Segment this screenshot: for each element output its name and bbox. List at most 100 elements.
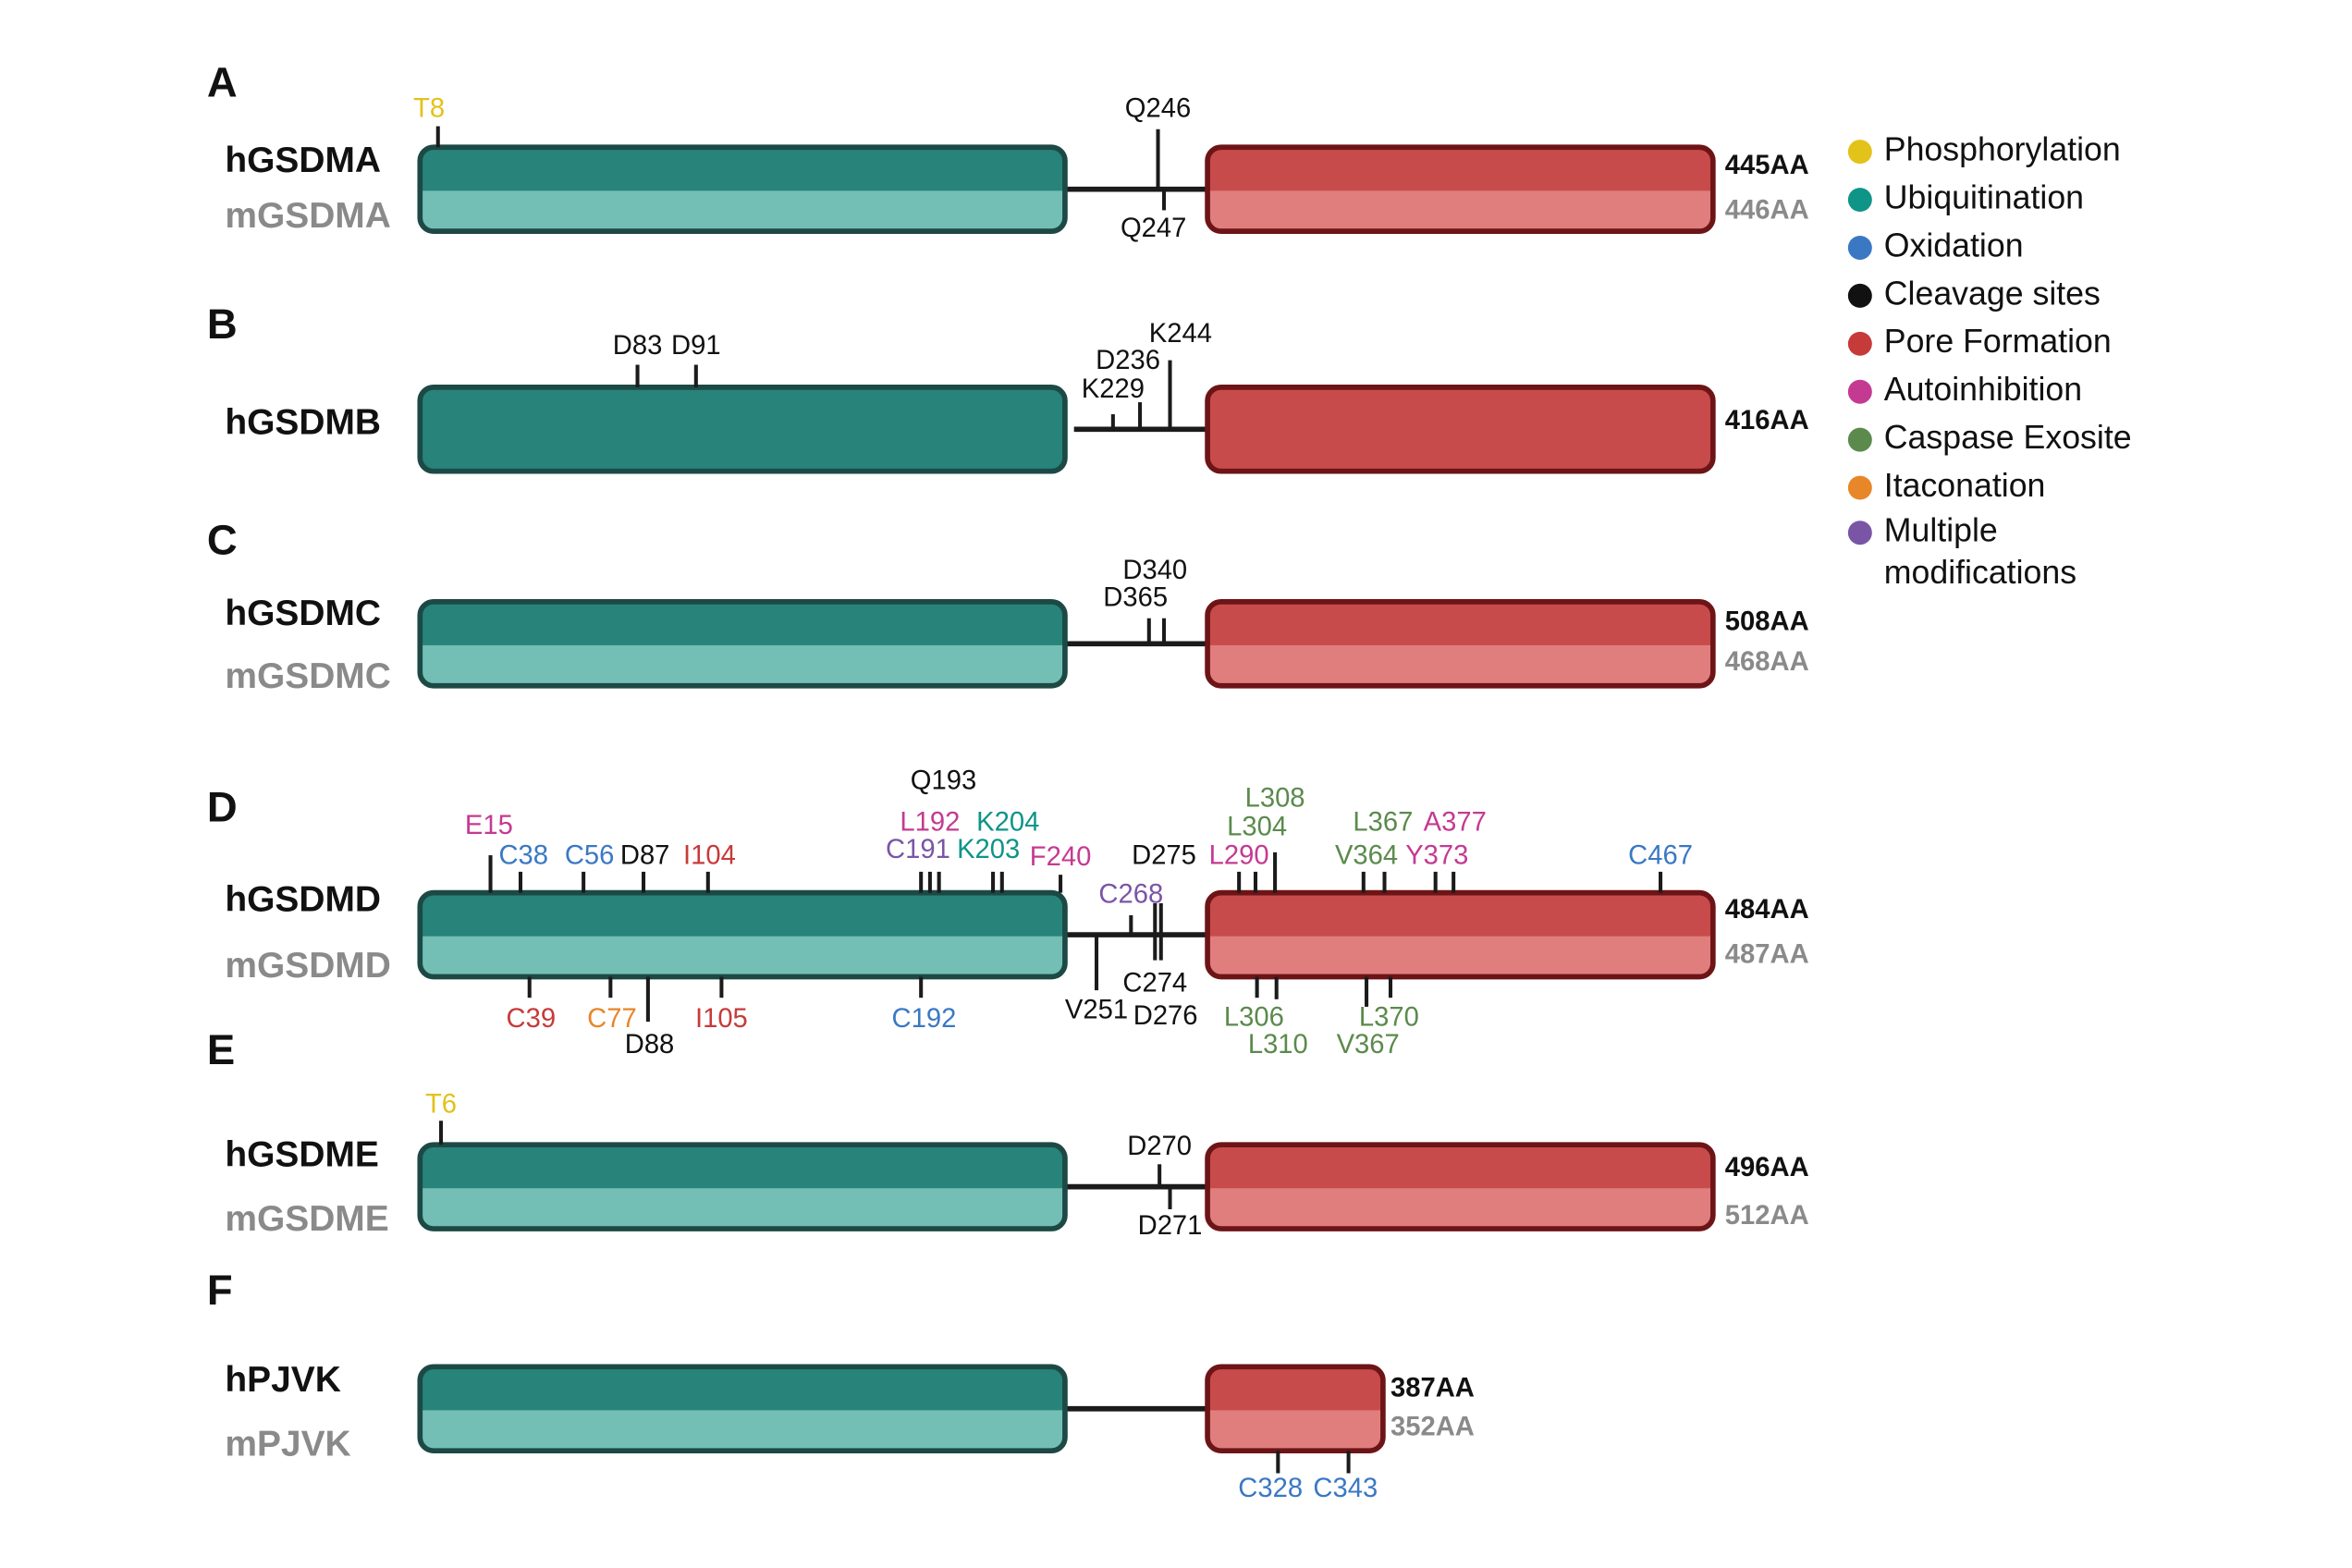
n-terminal-domain [417, 385, 1068, 474]
n-terminal-domain [417, 889, 1068, 980]
site-label: C274 [1122, 968, 1187, 998]
site-label: L306 [1224, 1003, 1284, 1033]
n-terminal-domain [417, 1142, 1068, 1231]
legend-label: Caspase Exosite [1884, 419, 2132, 456]
legend-dot-icon [1847, 331, 1872, 356]
mouse-length: 468AA [1725, 647, 1809, 677]
legend-label: Itaconation [1884, 467, 2046, 504]
site-label: C191 [886, 835, 950, 864]
site-label: D88 [625, 1030, 675, 1060]
legend-item-ubiquitination: Ubiquitination [1847, 178, 2084, 215]
site-label: K203 [957, 835, 1020, 864]
panel-letter: D [207, 783, 238, 830]
legend-dot-icon [1847, 283, 1872, 308]
site-label: T6 [425, 1090, 457, 1120]
site-label: C343 [1313, 1474, 1378, 1503]
site-label: D275 [1132, 840, 1196, 870]
site-label: D270 [1127, 1132, 1192, 1161]
panel-letter: C [207, 517, 238, 564]
human-length: 445AA [1725, 151, 1809, 180]
site-label: L367 [1353, 808, 1413, 838]
site-label: L304 [1227, 813, 1287, 842]
mouse-protein-name: mGSDMA [225, 196, 390, 236]
c-terminal-domain [1205, 385, 1716, 474]
site-label: D365 [1103, 582, 1168, 612]
legend-item-itaconation: Itaconation [1847, 467, 2046, 504]
site-label: K244 [1149, 319, 1212, 349]
human-protein-name: hGSDMD [225, 880, 381, 920]
site-label: I104 [683, 840, 736, 870]
legend: PhosphorylationUbiquitinationOxidationCl… [1847, 131, 2132, 591]
legend-label: Cleavage sites [1884, 275, 2101, 312]
site-label: V251 [1065, 996, 1128, 1025]
human-protein-name: hPJVK [225, 1360, 340, 1400]
site-label: D340 [1122, 556, 1187, 585]
site-label: Q193 [911, 766, 976, 795]
legend-label: Oxidation [1884, 227, 2024, 263]
site-label: Q246 [1125, 93, 1191, 123]
site-label: C268 [1098, 880, 1163, 910]
legend-label: Autoinhibition [1884, 371, 2082, 408]
site-label: C56 [565, 840, 615, 870]
site-label: C467 [1628, 840, 1693, 870]
mouse-length: 352AA [1390, 1413, 1475, 1442]
mouse-protein-name: mGSDMD [225, 946, 390, 986]
c-terminal-domain [1205, 1364, 1386, 1454]
site-label: I105 [695, 1004, 748, 1034]
site-label: D83 [613, 331, 663, 361]
legend-dot-icon [1847, 521, 1872, 545]
site-label: A377 [1424, 808, 1487, 838]
legend-item-autoinhibition: Autoinhibition [1847, 371, 2082, 408]
c-terminal-domain [1205, 144, 1716, 234]
site-label: C328 [1238, 1474, 1303, 1503]
panel-letter: F [207, 1267, 233, 1314]
panel-letter: A [207, 59, 238, 106]
legend-item-oxidation: Oxidation [1847, 227, 2024, 263]
site-label: V364 [1335, 840, 1398, 870]
site-label: C38 [498, 840, 548, 870]
human-protein-name: hGSDME [225, 1134, 379, 1174]
site-label: C77 [587, 1004, 637, 1034]
site-label: L308 [1245, 784, 1305, 814]
c-terminal-domain [1205, 889, 1716, 980]
legend-item-pore: Pore Formation [1847, 323, 2112, 360]
site-label: D271 [1138, 1211, 1203, 1241]
mouse-length: 512AA [1725, 1201, 1809, 1231]
legend-dot-icon [1847, 188, 1872, 213]
site-label: Y373 [1405, 840, 1468, 870]
human-length: 496AA [1725, 1153, 1809, 1182]
n-terminal-domain [417, 144, 1068, 234]
mouse-protein-name: mGSDME [225, 1199, 388, 1239]
site-label: C192 [892, 1004, 957, 1034]
human-protein-name: hGSDMA [225, 141, 381, 180]
site-label: L370 [1359, 1003, 1419, 1033]
mouse-length: 446AA [1725, 196, 1809, 226]
site-label: V367 [1337, 1030, 1400, 1060]
legend-dot-icon [1847, 379, 1872, 404]
human-length: 416AA [1725, 406, 1809, 435]
legend-item-phosphorylation: Phosphorylation [1847, 131, 2121, 168]
mouse-length: 487AA [1725, 939, 1809, 969]
human-protein-name: hGSDMB [225, 403, 381, 443]
site-label: D236 [1096, 346, 1160, 375]
legend-item-exosite: Caspase Exosite [1847, 419, 2132, 456]
human-length: 484AA [1725, 895, 1809, 925]
human-length: 508AA [1725, 606, 1809, 636]
c-terminal-domain [1205, 1142, 1716, 1231]
site-label: K229 [1082, 374, 1145, 404]
legend-label: Pore Formation [1884, 323, 2112, 360]
human-protein-name: hGSDMC [225, 594, 381, 633]
site-label: E15 [465, 811, 513, 840]
legend-label: Phosphorylation [1884, 131, 2121, 168]
site-label: D276 [1133, 1001, 1198, 1031]
site-label: L290 [1209, 840, 1269, 870]
site-label: D91 [671, 331, 721, 361]
legend-label: Ubiquitination [1884, 178, 2084, 215]
legend-label: Multiple [1884, 512, 1998, 549]
